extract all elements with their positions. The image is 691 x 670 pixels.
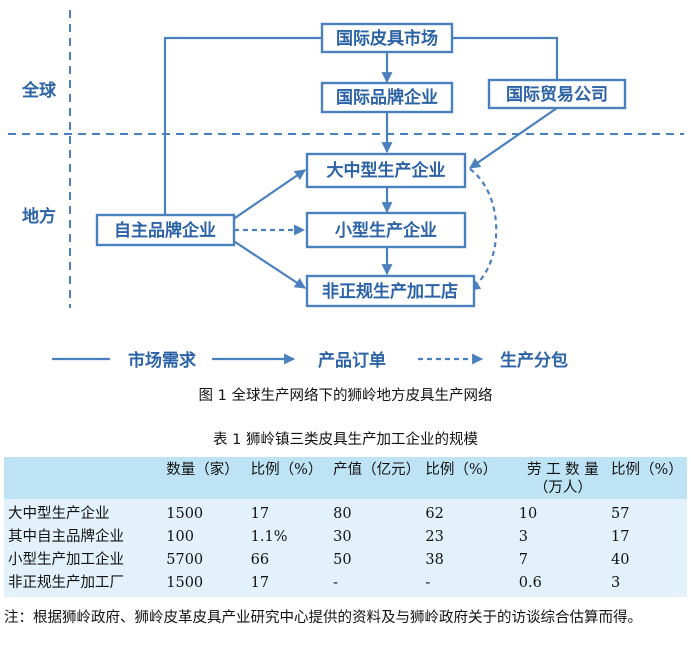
table-note: 注：根据狮岭政府、狮岭皮革皮具产业研究中心提供的资料及与狮岭政府关于的访谈综合估… <box>4 610 642 626</box>
figure-caption: 图 1 全球生产网络下的狮岭地方皮具生产网络 <box>198 388 493 404</box>
cell-count: 1500 <box>166 575 204 591</box>
cell-labor-ratio: 17 <box>610 529 630 545</box>
header-output-ratio: 比例（%） <box>425 462 498 478</box>
node-intl-brand: 国际品牌企业 <box>320 81 454 114</box>
cell-category: 大中型生产企业 <box>8 506 110 522</box>
header-count: 数量（家） <box>166 462 239 478</box>
scale-table: 数量（家） 比例（%） 产值（亿元） 比例（%） 劳 工 数 量 （万人） 比例… <box>4 457 687 597</box>
cell-category: 非正规生产加工厂 <box>8 575 124 591</box>
cell-output-ratio: - <box>425 575 431 591</box>
cell-count: 5700 <box>166 552 204 568</box>
cell-labor: 3 <box>518 529 529 545</box>
cell-labor: 7 <box>518 552 529 568</box>
cell-count-ratio: 17 <box>250 506 270 522</box>
cell-labor-ratio: 40 <box>610 552 630 568</box>
region-local-label: 地方 <box>22 206 56 227</box>
header-category <box>4 457 164 499</box>
cell-category: 其中自主品牌企业 <box>8 529 124 545</box>
node-own-brand: 自主品牌企业 <box>95 213 236 247</box>
cell-output-ratio: 62 <box>425 506 444 522</box>
cell-labor-ratio: 57 <box>610 506 630 522</box>
cell-output: 50 <box>333 552 352 568</box>
node-informal-label: 非正规生产加工店 <box>322 281 458 302</box>
legend: 市场需求 产品订单 生产分包 <box>52 350 568 371</box>
table-caption: 表 1 狮岭镇三类皮具生产加工企业的规模 <box>213 432 478 448</box>
header-output: 产值（亿元） <box>333 462 421 478</box>
cell-labor-ratio: 3 <box>610 575 621 591</box>
cell-count: 100 <box>166 529 194 545</box>
node-small: 小型生产企业 <box>305 211 467 249</box>
node-own-brand-label: 自主品牌企业 <box>114 220 216 241</box>
header-count-ratio: 比例（%） <box>250 462 323 478</box>
table-row: 大中型生产企业 1500 17 80 62 10 57 <box>4 499 687 526</box>
table-row: 非正规生产加工厂 1500 17 - - 0.6 3 <box>4 572 687 597</box>
cell-count: 1500 <box>166 506 204 522</box>
production-network-diagram: 全球 地方 国际皮具市场 国际品牌企业 国际贸易公司 大中型生产企业 自主品牌企… <box>8 10 684 371</box>
node-intl-trade: 国际贸易公司 <box>487 78 627 110</box>
link-ownbrand-to-largemedium <box>231 169 306 221</box>
node-intl-brand-label: 国际品牌企业 <box>336 87 438 108</box>
node-informal: 非正规生产加工店 <box>305 274 476 308</box>
legend-market-demand-label: 市场需求 <box>128 350 196 371</box>
cell-category: 小型生产加工企业 <box>8 552 124 568</box>
node-large-medium: 大中型生产企业 <box>305 152 467 189</box>
link-trade-to-largemedium <box>469 107 558 169</box>
cell-output-ratio: 23 <box>425 529 444 545</box>
cell-labor: 10 <box>518 506 538 522</box>
table-row: 其中自主品牌企业 100 1.1% 30 23 3 17 <box>4 526 687 549</box>
header-labor-ratio: 比例（%） <box>610 462 683 478</box>
region-global-label: 全球 <box>21 80 57 101</box>
table-row: 小型生产加工企业 5700 66 50 38 7 40 <box>4 549 687 572</box>
cell-count-ratio: 1.1% <box>250 529 288 545</box>
link-market-to-trade <box>452 36 559 80</box>
node-intl-market: 国际皮具市场 <box>320 22 454 54</box>
cell-count-ratio: 17 <box>250 575 270 591</box>
cell-output-ratio: 38 <box>425 552 444 568</box>
cell-count-ratio: 66 <box>250 552 270 568</box>
link-market-to-ownbrand <box>163 36 322 215</box>
node-intl-market-label: 国际皮具市场 <box>336 28 438 49</box>
legend-subcontract-label: 生产分包 <box>500 350 568 371</box>
node-large-medium-label: 大中型生产企业 <box>327 160 446 181</box>
cell-labor: 0.6 <box>518 575 542 591</box>
node-small-label: 小型生产企业 <box>335 220 437 241</box>
cell-output: 30 <box>333 529 352 545</box>
node-intl-trade-label: 国际贸易公司 <box>506 84 608 105</box>
cell-output: 80 <box>333 506 352 522</box>
table-header-row: 数量（家） 比例（%） 产值（亿元） 比例（%） 劳 工 数 量 （万人） 比例… <box>4 457 687 499</box>
legend-product-order-label: 产品订单 <box>318 350 386 371</box>
scale-table-container: 数量（家） 比例（%） 产值（亿元） 比例（%） 劳 工 数 量 （万人） 比例… <box>4 457 687 597</box>
link-ownbrand-to-informal <box>231 239 306 289</box>
connectors <box>163 36 559 291</box>
link-largemedium-to-informal-subcontract <box>469 168 498 291</box>
cell-output: - <box>333 575 339 591</box>
header-labor: 劳 工 数 量 （万人） <box>526 462 599 496</box>
